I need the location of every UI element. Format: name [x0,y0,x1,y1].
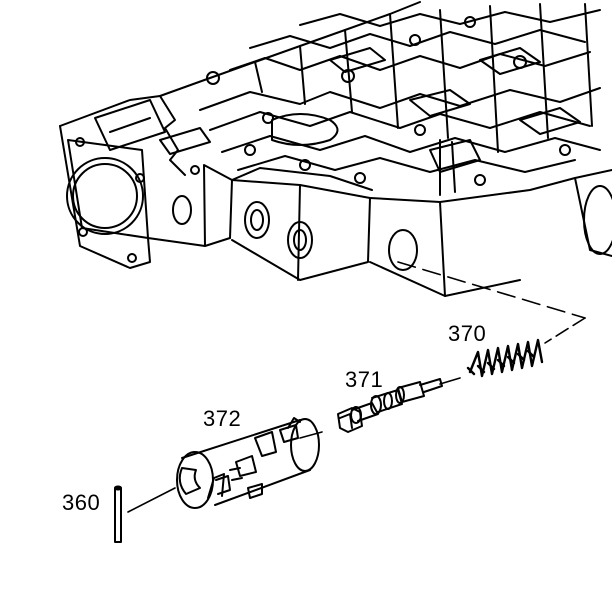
callout-360: 360 [62,490,101,515]
sleeve-372 [176,417,320,509]
valve-body-housing [59,1,612,297]
pin-360 [114,485,122,543]
assembly-centerline [127,261,586,513]
callout-372: 372 [203,406,242,431]
valve-371 [337,378,443,433]
callout-370: 370 [448,321,487,346]
spring-370 [466,338,544,378]
callout-371: 371 [345,367,384,392]
